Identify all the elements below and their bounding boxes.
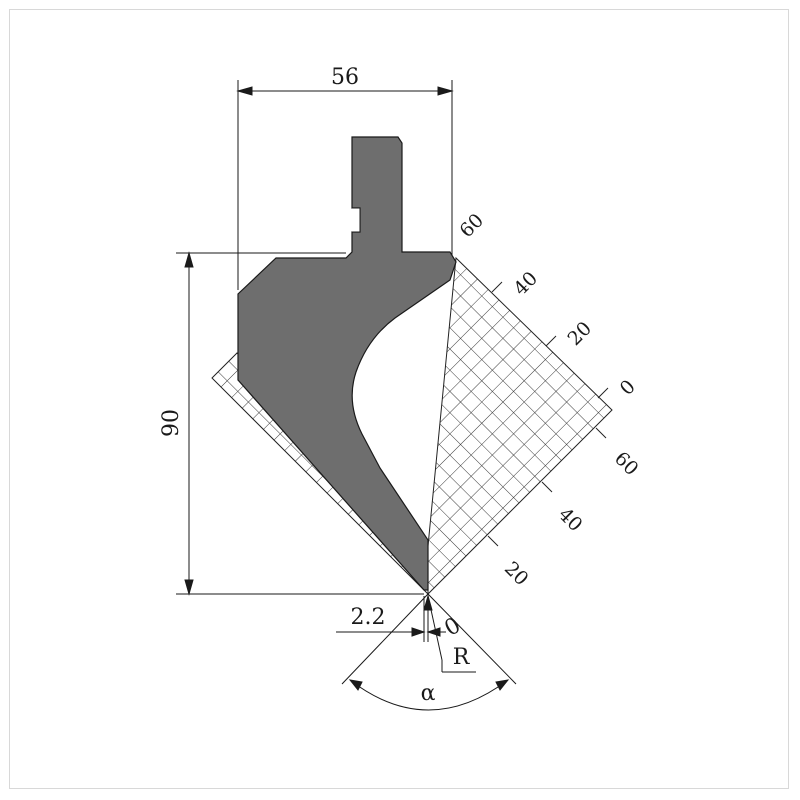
tip-radius-label: R — [453, 645, 471, 670]
tip-width-label: 2.2 — [351, 605, 386, 630]
width-label: 56 — [331, 65, 359, 90]
tip-zero-label: 0 — [440, 613, 465, 642]
grid-tick-marks — [487, 281, 609, 547]
angle-label: α — [421, 681, 436, 706]
tip-detail — [336, 593, 517, 711]
grid-scale-lower-60: 60 — [610, 447, 643, 480]
height-label: 90 — [159, 409, 184, 437]
grid-scale-upper-60: 60 — [455, 209, 488, 242]
grid-scale-lower-40: 40 — [554, 503, 587, 536]
grid-scale-upper-20: 20 — [563, 317, 596, 350]
grid-scale-lower-20: 20 — [500, 557, 533, 590]
punch-tool-body — [237, 136, 457, 591]
height-dimension — [176, 251, 424, 596]
grid-scale-upper-40: 40 — [509, 267, 542, 300]
width-dimension — [236, 80, 454, 290]
tang-notch — [352, 207, 361, 233]
grid-scale-upper-0: 0 — [616, 376, 640, 400]
